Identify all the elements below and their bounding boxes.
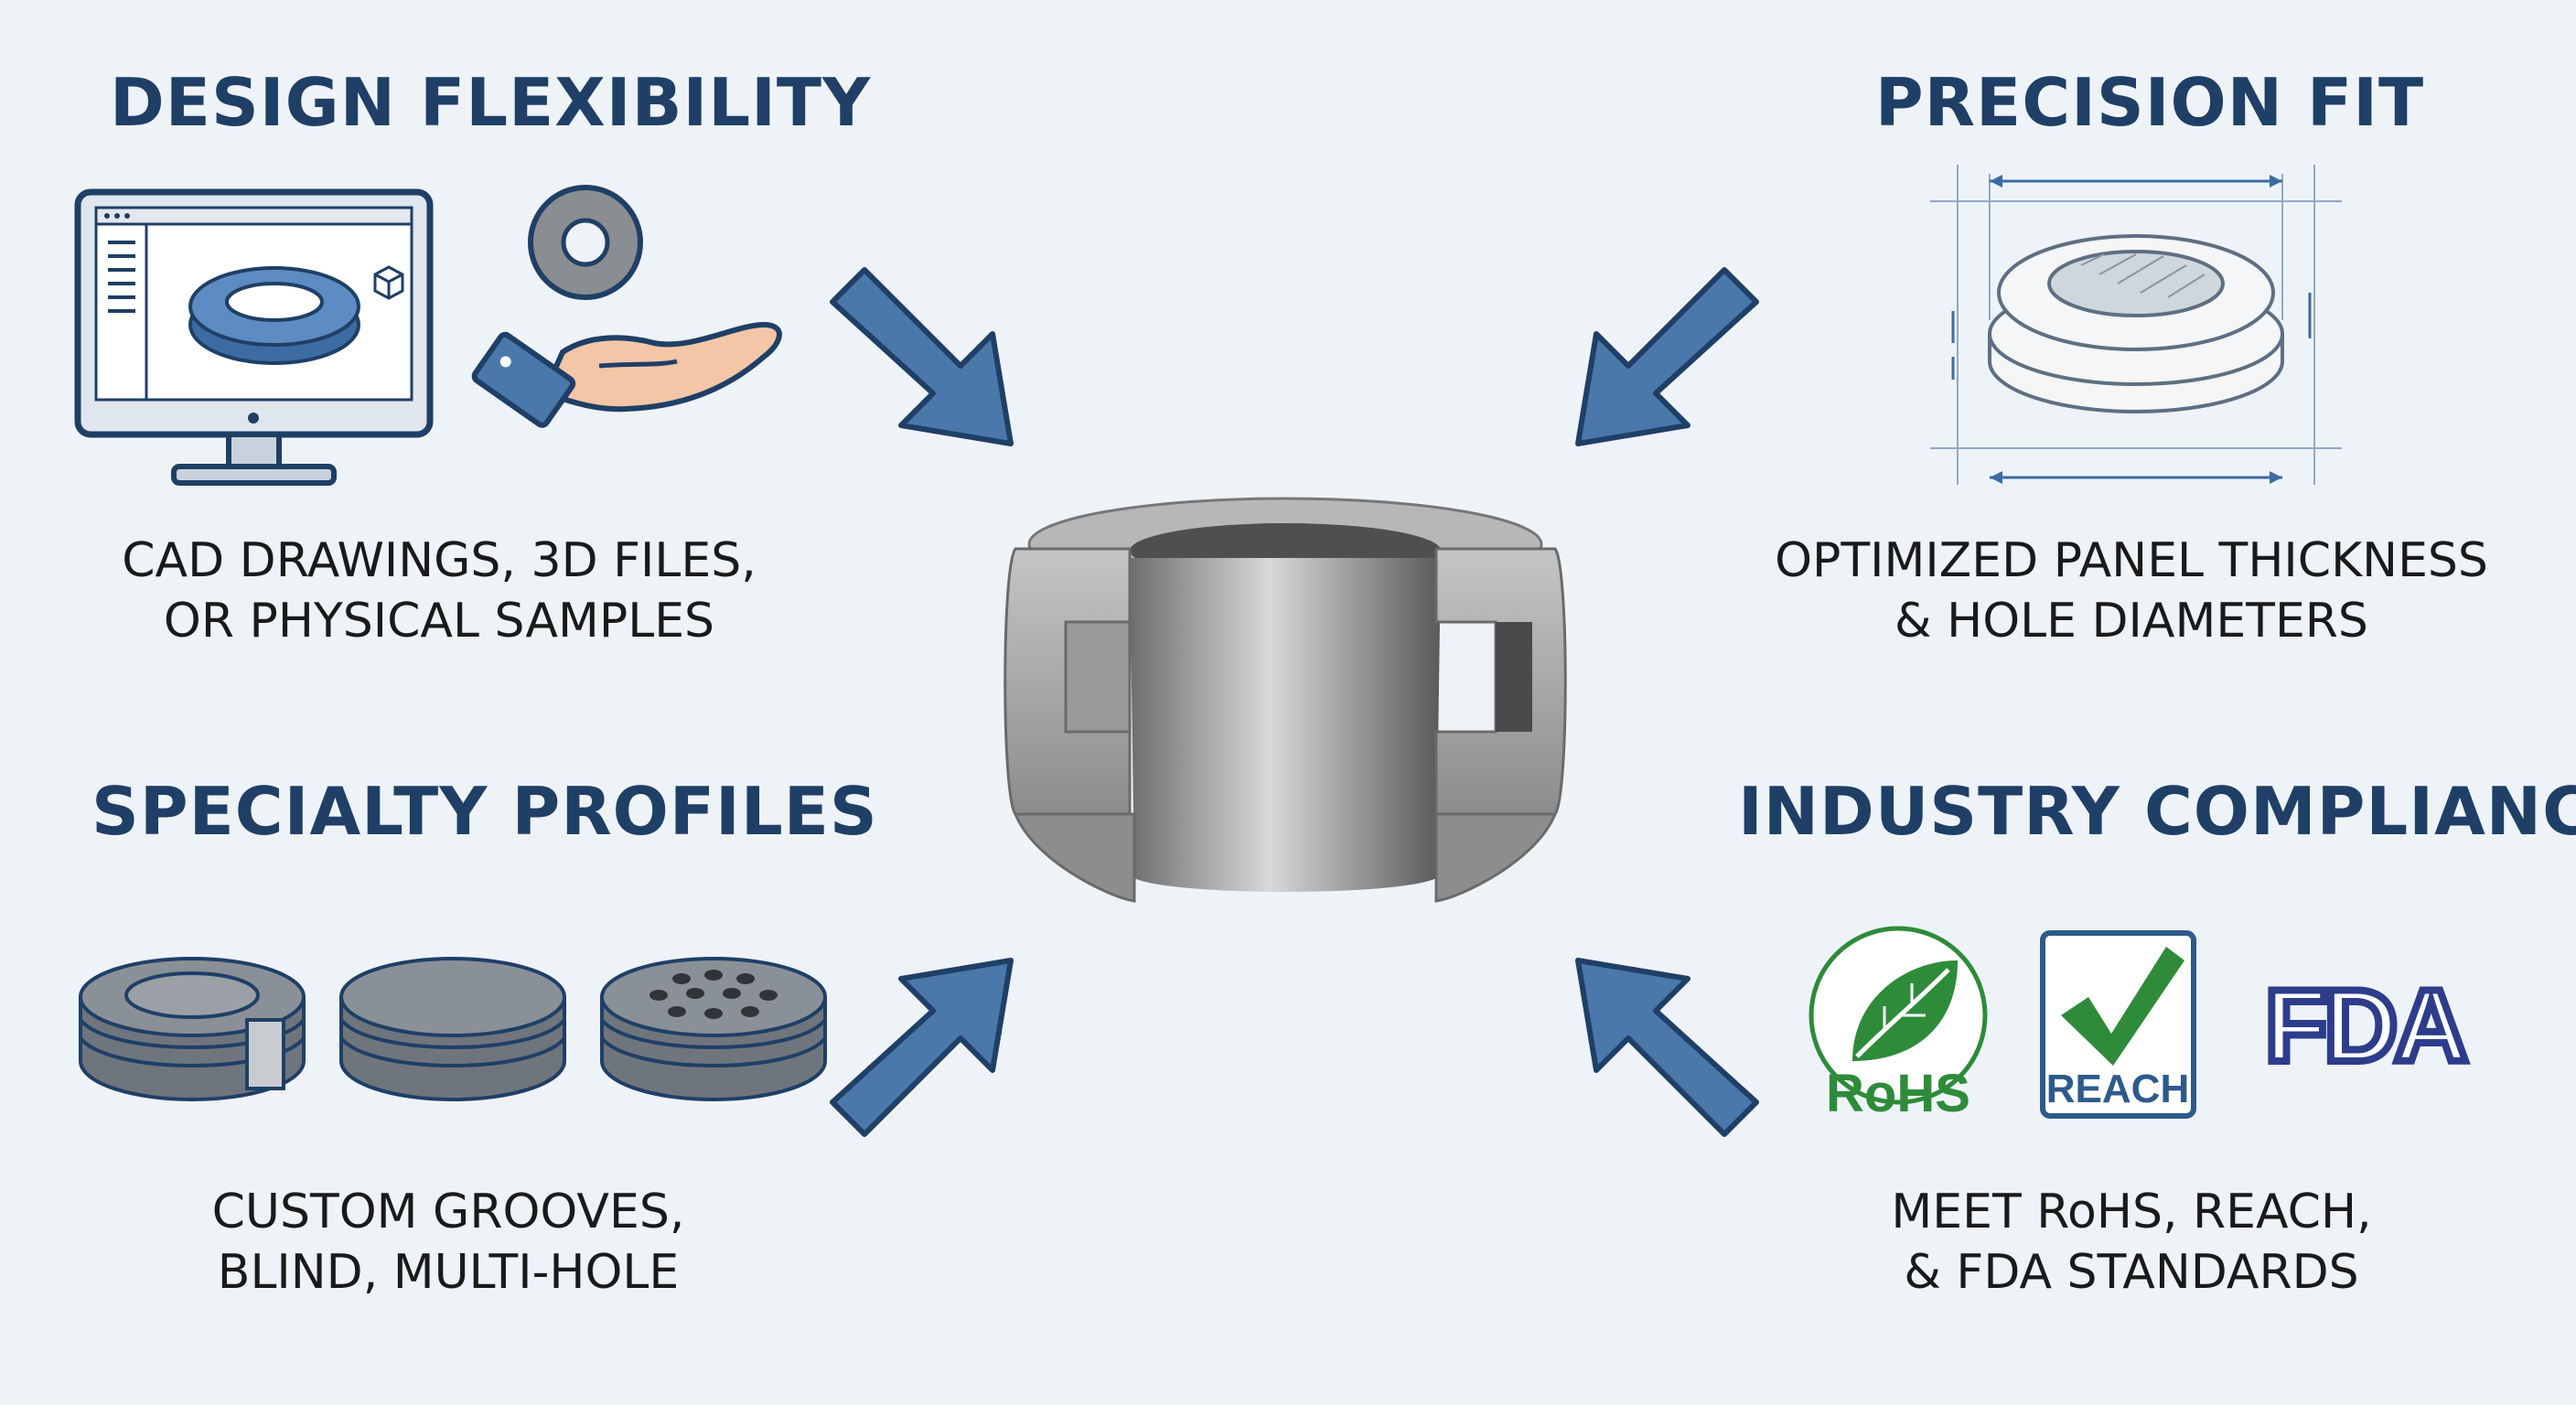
specialty-caption-line1: CUSTOM GROOVES,	[211, 1185, 685, 1239]
arrow-icon	[830, 267, 1014, 446]
specialty-profiles-title: SPECIALTY PROFILES	[91, 773, 878, 850]
arrow-icon	[830, 958, 1014, 1137]
blind-grommet-icon	[339, 957, 566, 1101]
checkmark-icon	[2061, 947, 2184, 1066]
design-caption-line1: CAD DRAWINGS, 3D FILES,	[122, 533, 757, 588]
rohs-logo: RoHS	[1809, 926, 1988, 1123]
precision-caption-line2: & HOLE DIAMETERS	[1894, 594, 2368, 649]
fda-logo-text: FDA	[2265, 970, 2465, 1079]
rohs-logo-text: RoHS	[1826, 1064, 1970, 1123]
specialty-caption: CUSTOM GROOVES, BLIND, MULTI-HOLE	[82, 1182, 814, 1303]
specialty-caption-line2: BLIND, MULTI-HOLE	[217, 1245, 680, 1300]
dimension-drawing-icon	[1930, 165, 2342, 485]
compliance-caption: MEET RoHS, REACH, & FDA STANDARDS	[1766, 1182, 2497, 1303]
precision-caption-line1: OPTIMIZED PANEL THICKNESS	[1775, 533, 2488, 588]
compliance-caption-line1: MEET RoHS, REACH,	[1891, 1185, 2372, 1239]
design-caption: CAD DRAWINGS, 3D FILES, OR PHYSICAL SAMP…	[55, 531, 823, 651]
central-grommet-cutaway	[1004, 497, 1567, 903]
arrow-icon	[1575, 267, 1759, 446]
fda-logo: FDA	[2261, 970, 2473, 1079]
multi-hole-grommet-icon	[600, 957, 827, 1101]
reach-logo: REACH	[2040, 930, 2196, 1119]
design-flexibility-title: DESIGN FLEXIBILITY	[110, 64, 872, 141]
industry-compliance-title: INDUSTRY COMPLIANCE	[1738, 773, 2576, 850]
compliance-caption-line2: & FDA STANDARDS	[1904, 1245, 2359, 1300]
design-caption-line2: OR PHYSICAL SAMPLES	[163, 594, 715, 649]
grooved-grommet-icon	[79, 957, 306, 1101]
reach-logo-text: REACH	[2046, 1067, 2189, 1111]
precision-fit-title: PRECISION FIT	[1874, 64, 2425, 141]
arrow-icon	[1575, 958, 1759, 1137]
precision-caption: OPTIMIZED PANEL THICKNESS & HOLE DIAMETE…	[1720, 531, 2543, 651]
computer-monitor-icon	[74, 188, 434, 486]
hand-holding-ring-icon	[471, 185, 782, 428]
